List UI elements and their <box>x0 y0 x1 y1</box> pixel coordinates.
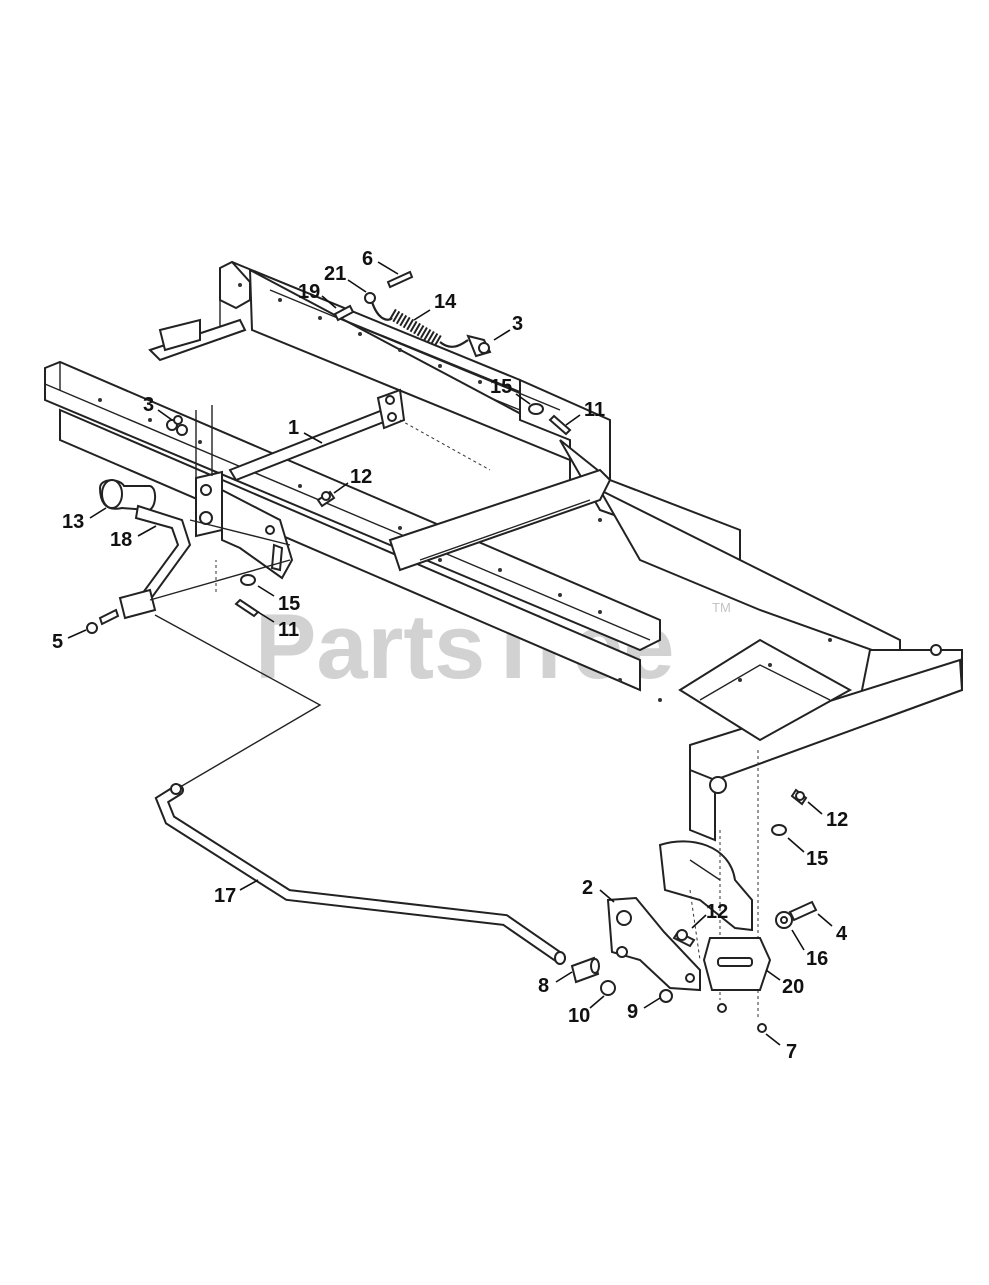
callout-5: 5 <box>52 631 63 653</box>
assembly-guide-line <box>154 614 322 791</box>
callout-10: 10 <box>568 1005 590 1027</box>
part-5-nut <box>86 608 120 634</box>
leader-lines <box>67 261 833 1046</box>
part-15-washer-top <box>528 403 544 415</box>
callout-15-upper: 15 <box>490 376 512 398</box>
part-16-washer <box>775 911 793 929</box>
callout-9: 9 <box>627 1001 638 1023</box>
part-9-nut <box>659 989 673 1003</box>
part-lift-arm-assembly <box>658 750 759 1020</box>
callout-4: 4 <box>836 923 848 945</box>
callout-15-left: 15 <box>278 593 300 615</box>
callout-2: 2 <box>582 877 593 899</box>
callout-3-upper: 3 <box>512 313 523 335</box>
part-12-pin-front <box>672 929 696 948</box>
callout-12-right: 12 <box>826 809 848 831</box>
callout-3-left: 3 <box>143 394 154 416</box>
callout-12-mid: 12 <box>350 466 372 488</box>
part-14-spring <box>370 301 469 348</box>
callout-8: 8 <box>538 975 549 997</box>
callout-19: 19 <box>298 281 320 303</box>
part-19-pin <box>333 304 355 322</box>
part-8-bushing <box>570 956 600 984</box>
frame-holes <box>98 283 832 702</box>
callout-12-front: 12 <box>706 901 728 923</box>
part-13-grip <box>98 479 156 512</box>
callout-21: 21 <box>324 263 346 285</box>
callout-14: 14 <box>434 291 457 313</box>
part-lift-bracket-left <box>195 405 294 580</box>
part-15-washer-front <box>771 824 787 836</box>
callout-20: 20 <box>782 976 804 998</box>
callout-11-upper: 11 <box>584 399 605 421</box>
part-11-clip-left <box>234 598 260 618</box>
part-12-pin-upper <box>790 788 808 806</box>
part-15-washer-left <box>240 574 256 586</box>
part-1-lift-shaft <box>228 388 491 482</box>
part-3-hook-left <box>166 415 188 436</box>
part-11-clip-top <box>548 414 572 436</box>
callout-11-left: 11 <box>278 619 299 641</box>
callout-1: 1 <box>288 417 299 439</box>
part-20-bracket <box>702 937 772 991</box>
part-6-bolt <box>386 270 414 289</box>
watermark-trademark: TM <box>712 600 731 615</box>
part-12-pin-mid <box>316 490 336 508</box>
callout-15-right: 15 <box>806 848 828 870</box>
callout-labels: 6 21 19 14 3 15 11 3 1 12 13 18 15 11 5 … <box>52 248 848 1063</box>
callout-6: 6 <box>362 248 373 270</box>
part-3-hook-right <box>466 334 492 358</box>
part-4-bolt <box>788 900 818 922</box>
part-2-lift-link <box>606 896 701 992</box>
callout-17: 17 <box>214 885 236 907</box>
callout-18: 18 <box>110 529 132 551</box>
callout-7: 7 <box>786 1041 797 1063</box>
callout-16: 16 <box>806 948 828 970</box>
callout-13: 13 <box>62 511 84 533</box>
part-7-bolt <box>717 1003 767 1033</box>
part-10-nut <box>600 980 616 996</box>
part-17-lift-rod <box>154 783 566 965</box>
part-21-washer <box>364 292 376 304</box>
part-18-lift-lever <box>118 504 291 620</box>
